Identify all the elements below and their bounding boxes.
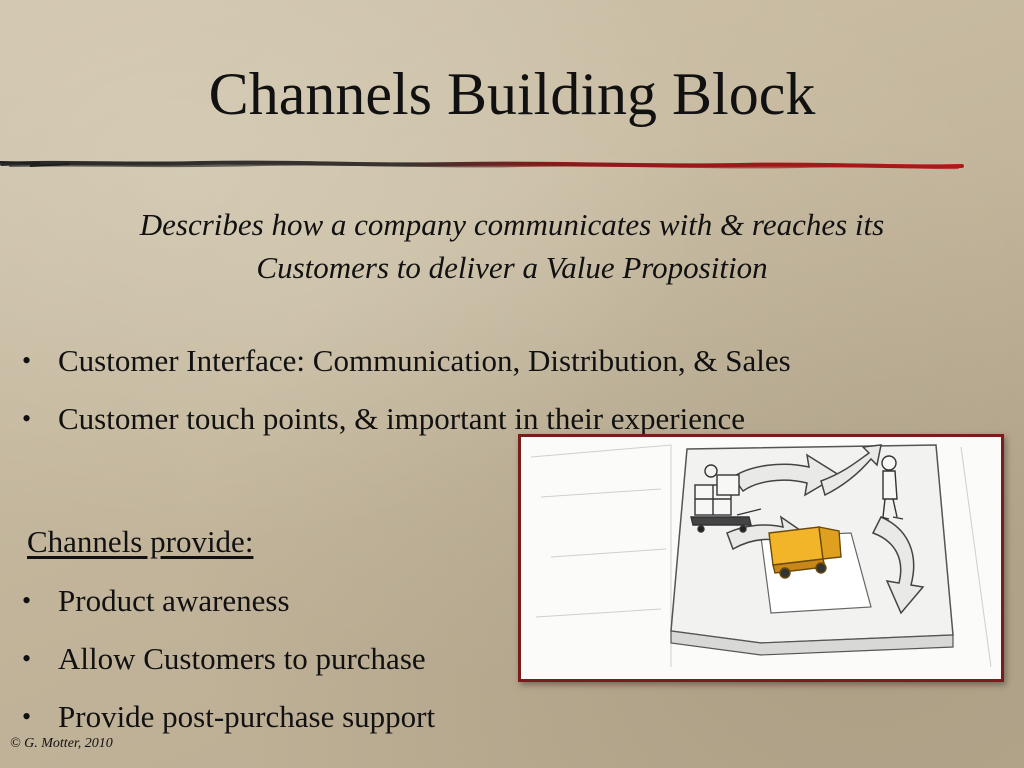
channels-sketch-icon bbox=[530, 444, 992, 668]
provides-list: • Product awareness • Allow Customers to… bbox=[22, 572, 435, 746]
title-divider bbox=[0, 160, 964, 170]
subtitle-line-2: Customers to deliver a Value Proposition bbox=[256, 250, 768, 285]
bullet-item: • Customer Interface: Communication, Dis… bbox=[22, 332, 791, 390]
subtitle-line-1: Describes how a company communicates wit… bbox=[139, 207, 885, 242]
provides-text: Provide post-purchase support bbox=[58, 699, 436, 734]
bullet-dot-icon: • bbox=[22, 346, 32, 375]
provides-item: • Provide post-purchase support bbox=[22, 688, 435, 746]
bullet-dot-icon: • bbox=[22, 702, 32, 731]
bullet-dot-icon: • bbox=[22, 586, 32, 615]
bullet-text: Customer Interface: Communication, Distr… bbox=[58, 343, 791, 378]
slide-title: Channels Building Block bbox=[208, 61, 816, 127]
channels-provide-heading: Channels provide: bbox=[27, 524, 254, 559]
bullet-list: • Customer Interface: Communication, Dis… bbox=[22, 332, 791, 448]
bullet-text: Customer touch points, & important in th… bbox=[58, 401, 746, 436]
subtitle: Describes how a company communicates wit… bbox=[40, 203, 984, 289]
channels-illustration bbox=[518, 434, 1004, 682]
provides-item: • Allow Customers to purchase bbox=[22, 630, 435, 688]
bullet-item: • Customer touch points, & important in … bbox=[22, 390, 791, 448]
provides-text: Allow Customers to purchase bbox=[58, 641, 426, 676]
provides-text: Product awareness bbox=[58, 583, 290, 618]
bullet-dot-icon: • bbox=[22, 644, 32, 673]
provides-item: • Product awareness bbox=[22, 572, 435, 630]
bullet-dot-icon: • bbox=[22, 404, 32, 433]
copyright-notice: © G. Motter, 2010 bbox=[10, 736, 113, 751]
